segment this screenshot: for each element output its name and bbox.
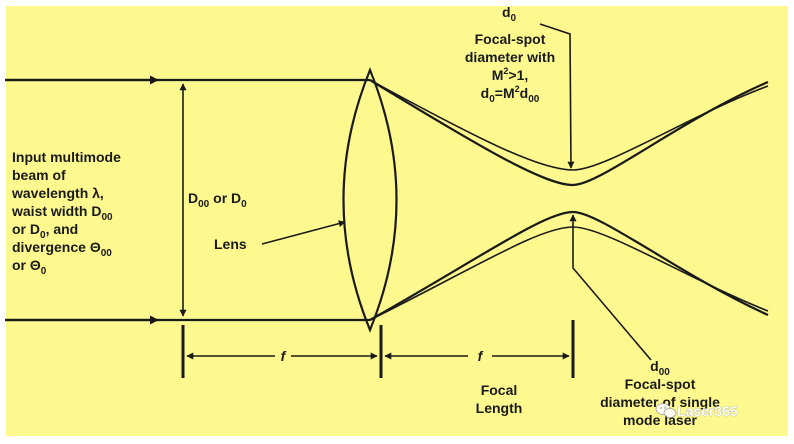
lens-label: Lens	[214, 236, 247, 252]
svg-text:waist width D00: waist width D00	[11, 203, 113, 223]
svg-text:Input multimode: Input multimode	[12, 149, 121, 165]
svg-text:Length: Length	[476, 400, 523, 416]
focal-spot-single-label: d00 Focal-spot diameter of single mode l…	[600, 358, 720, 428]
svg-text:Focal-spot: Focal-spot	[625, 376, 696, 392]
svg-text:divergence Θ00: divergence Θ00	[12, 239, 112, 259]
svg-text:or D0, and: or D0, and	[12, 221, 78, 241]
focal-spot-multimode-pointer	[539, 23, 575, 169]
svg-text:diameter with: diameter with	[465, 49, 555, 65]
focal-spot-single-pointer	[569, 214, 652, 361]
svg-text:d0=M2d00: d0=M2d00	[481, 84, 540, 105]
input-beam-label: Input multimode beam of wavelength λ, wa…	[11, 149, 121, 277]
lens-pointer	[261, 220, 346, 245]
svg-text:beam of: beam of	[12, 167, 66, 183]
wechat-icon	[655, 403, 677, 418]
svg-text:wavelength λ,: wavelength λ,	[11, 185, 104, 201]
svg-text:d0: d0	[502, 4, 517, 24]
focal-length-label: Focal Length	[476, 382, 523, 416]
multimode-beam-top-envelope	[369, 79, 769, 187]
focal-length-symbol-left: f	[281, 348, 287, 364]
svg-text:mode laser: mode laser	[623, 412, 697, 428]
svg-text:Focal: Focal	[481, 382, 518, 398]
svg-text:M2>1,: M2>1,	[492, 66, 529, 83]
multimode-beam-bottom-envelope	[369, 210, 769, 321]
lens-shape	[342, 67, 398, 333]
focal-length-symbol-right: f	[478, 348, 484, 364]
svg-text:Laser365: Laser365	[677, 403, 738, 419]
singlemode-beam-top-envelope	[369, 79, 769, 171]
svg-text:or Θ0: or Θ0	[12, 257, 47, 277]
svg-text:Focal-spot: Focal-spot	[475, 31, 546, 47]
svg-text:diameter of single: diameter of single	[600, 394, 720, 410]
svg-text:d00: d00	[650, 358, 670, 378]
focal-spot-multimode-label: d0 Focal-spot diameter with M2>1, d0=M2d…	[465, 4, 555, 105]
watermark: Laser365	[655, 403, 738, 419]
beam-diameter-label: D00 or D0	[188, 190, 247, 210]
